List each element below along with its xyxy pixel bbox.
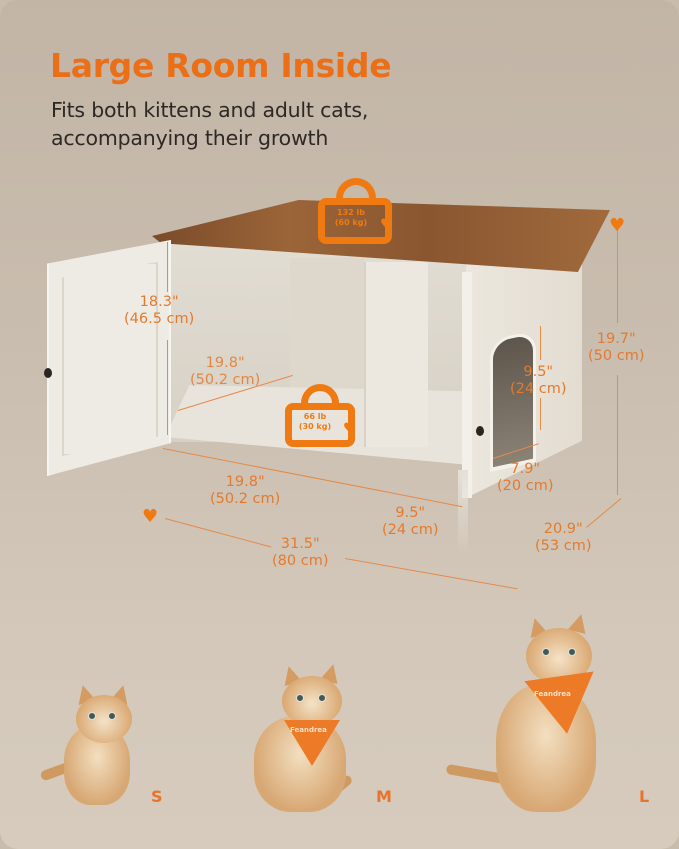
side-door-knob — [476, 426, 484, 436]
cabinet-divider — [364, 262, 428, 447]
label-total-depth: 20.9" (53 cm) — [535, 521, 591, 555]
label-entry-height: 9.5" (24 cm) — [510, 364, 566, 398]
label-inner-height: 18.3" (46.5 cm) — [124, 294, 194, 328]
dim-line-total-width — [164, 518, 272, 548]
cat-eye — [542, 648, 550, 656]
inside-load-lb: 66 lb — [303, 412, 327, 421]
side-width-in: 9.5" — [395, 505, 426, 521]
cat-large: Feandrea — [445, 611, 606, 814]
heart-icon: ♥ — [380, 217, 392, 232]
entry-height-in: 9.5" — [523, 364, 554, 380]
front-door-knob — [44, 368, 52, 378]
total-width-in: 31.5" — [280, 536, 320, 552]
headline: Large Room Inside — [50, 46, 392, 85]
bandana-brand-text: Feandrea — [534, 690, 571, 698]
cat-medium: Feandrea — [246, 661, 356, 814]
size-label-medium: M — [376, 787, 392, 806]
cat-eye — [318, 694, 326, 702]
main-width-cm: (50.2 cm) — [210, 491, 281, 507]
cat-head — [282, 676, 342, 726]
side-width-cm: (24 cm) — [382, 522, 439, 538]
subheadline-line-1: Fits both kittens and adult cats, — [51, 98, 369, 122]
door-panel-inset — [62, 262, 158, 456]
inner-height-in: 18.3" — [139, 294, 179, 310]
size-label-large: L — [639, 787, 650, 806]
weight-body — [285, 403, 355, 447]
inner-depth-in: 19.8" — [205, 355, 245, 371]
total-height-in: 19.7" — [596, 331, 636, 347]
bandana-brand-text: Feandrea — [290, 726, 327, 734]
subheadline-line-2: accompanying their growth — [51, 126, 329, 150]
total-height-cm: (50 cm) — [588, 348, 645, 364]
subheadline: Fits both kittens and adult cats, accomp… — [51, 96, 431, 152]
cat-eye — [296, 694, 304, 702]
heart-icon: ♥ — [343, 421, 355, 436]
cat-eye — [568, 648, 576, 656]
inner-depth-cm: (50.2 cm) — [190, 372, 261, 388]
dim-line-entry-height — [540, 398, 541, 430]
dim-line-inner-height — [167, 340, 168, 435]
total-depth-in: 20.9" — [543, 521, 583, 537]
open-front-door — [47, 240, 171, 476]
top-load-lb: 132 lb — [337, 208, 365, 217]
dim-line-inner-height — [167, 242, 168, 292]
dim-line-total-height — [617, 228, 618, 323]
inside-load-kg: (30 kg) — [298, 422, 332, 431]
cat-head — [76, 695, 132, 743]
entry-width-cm: (20 cm) — [497, 478, 554, 494]
label-entry-width: 7.9" (20 cm) — [497, 461, 553, 495]
total-depth-cm: (53 cm) — [535, 538, 592, 554]
label-side-compartment-width: 9.5" (24 cm) — [382, 505, 438, 539]
total-width-cm: (80 cm) — [272, 553, 329, 569]
cat-eye — [108, 712, 116, 720]
cabinet-front-edge — [462, 272, 472, 498]
weight-handle — [301, 384, 339, 406]
dim-line-total-width — [344, 558, 518, 590]
entry-width-in: 7.9" — [510, 461, 541, 477]
label-inner-depth: 19.8" (50.2 cm) — [190, 355, 260, 389]
label-main-compartment-width: 19.8" (50.2 cm) — [210, 474, 280, 508]
size-label-small: S — [151, 787, 163, 806]
heart-arrowhead-icon: ♥ — [609, 215, 626, 236]
label-total-width: 31.5" (80 cm) — [272, 536, 328, 570]
inner-height-cm: (46.5 cm) — [124, 311, 195, 327]
dim-line-entry-height — [540, 326, 541, 360]
cat-small-kitten — [39, 682, 140, 810]
entry-height-cm: (24 cm) — [510, 381, 567, 397]
main-width-in: 19.8" — [225, 474, 265, 490]
cabinet-leg — [458, 470, 468, 555]
label-total-height: 19.7" (50 cm) — [588, 331, 644, 365]
heart-arrowhead-icon: ♥ — [142, 506, 159, 527]
weight-icon-top: 132 lb (60 kg) ♥ — [318, 178, 394, 248]
weight-body — [318, 198, 392, 244]
weight-icon-inside: 66 lb (30 kg) ♥ — [285, 384, 355, 450]
weight-handle — [336, 178, 376, 201]
cabinet-inner-wall — [290, 258, 364, 406]
cat-eye — [88, 712, 96, 720]
top-load-kg: (60 kg) — [334, 218, 368, 227]
dim-line-total-height — [617, 375, 618, 495]
